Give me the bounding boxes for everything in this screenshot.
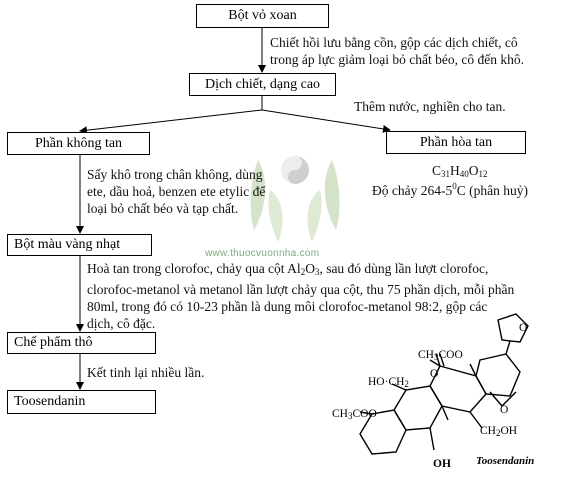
label-ho-ch2: HO·CH2 <box>368 376 409 389</box>
node-phan-khong-tan: Phần không tan <box>7 132 150 155</box>
step-1-line-1: Chiết hồi lưu bằng cồn, gộp các dịch chi… <box>270 35 518 50</box>
node-label: Bột màu vàng nhạt <box>14 237 121 252</box>
node-dich-chiet: Dịch chiết, dạng cao <box>189 73 336 96</box>
toosendanin-structure <box>359 313 529 455</box>
step-1-text: Chiết hồi lưu bằng cồn, gộp các dịch chi… <box>270 34 524 68</box>
step-5-text: Kết tinh lại nhiều lần. <box>87 365 205 380</box>
node-label: Phần không tan <box>34 136 123 151</box>
step-4-line-4: dịch, cô đặc. <box>87 316 156 331</box>
melting-point: Độ chảy 264-50C (phân huỷ) <box>372 181 528 198</box>
step-4-line-3: 80ml, trong đó có 10-23 phần là dung môi… <box>87 299 488 314</box>
step-2-text: Thêm nước, nghiền cho tan. <box>354 99 506 114</box>
node-label: Phần hòa tan <box>419 135 493 150</box>
molecular-formula: C31H40O12 <box>432 163 488 179</box>
node-label: Chế phẩm thô <box>14 335 93 350</box>
step-4-text: Hoà tan trong clorofoc, chảy qua cột Al2… <box>87 260 577 332</box>
step-3-line-1: Sấy khô trong chân không, dùng <box>87 167 263 182</box>
structure-caption: Toosendanin <box>476 455 535 467</box>
node-phan-hoa-tan: Phần hòa tan <box>386 131 526 154</box>
watermark-text: www.thuocvuonnha.com <box>205 248 320 259</box>
label-ch3coo-top: CH3COO <box>418 349 463 362</box>
node-toosendanin: Toosendanin <box>7 390 156 414</box>
node-bot-vo-xoan: Bột vỏ xoan <box>196 4 329 28</box>
step-3-line-2: ete, dầu hoả, benzen ete etylic để <box>87 184 266 199</box>
step-4-line-2: clorofoc-metanol và metanol lần lượt chả… <box>87 282 515 297</box>
label-o-epoxide: O <box>500 404 509 416</box>
step-4-line-1: Hoà tan trong clorofoc, chảy qua cột Al2… <box>87 261 489 277</box>
node-bot-mau-vang: Bột màu vàng nhạt <box>7 234 152 256</box>
label-ch3coo-left: CH3COO <box>332 408 377 421</box>
label-o-ketone: O <box>430 368 439 380</box>
step-1-line-2: trong áp lực giảm loại bỏ chất béo, cô đ… <box>270 52 524 67</box>
node-label: Toosendanin <box>14 394 86 409</box>
node-label: Dịch chiết, dạng cao <box>204 77 321 92</box>
node-label: Bột vỏ xoan <box>228 8 297 23</box>
label-o-furan: O <box>519 322 528 334</box>
node-che-pham-tho: Chế phẩm thô <box>7 332 156 354</box>
step-3-line-3: loại bỏ chất béo và tạp chất. <box>87 201 239 216</box>
label-oh: OH <box>433 458 451 470</box>
label-ch2oh: CH2OH <box>480 425 518 438</box>
step-3-text: Sấy khô trong chân không, dùng ete, dầu … <box>87 166 307 217</box>
watermark-logo <box>250 156 340 242</box>
